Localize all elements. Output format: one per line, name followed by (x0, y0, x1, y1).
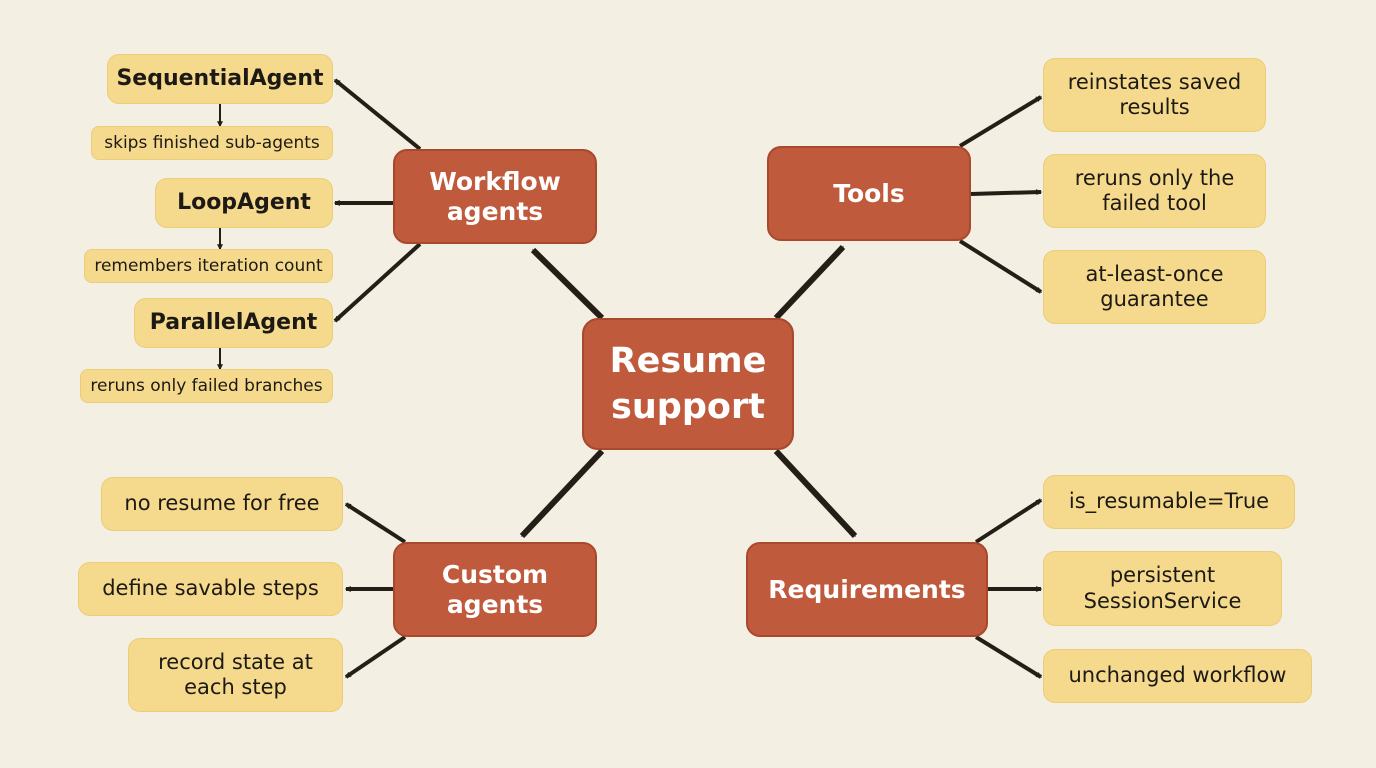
sequentialagent-node: SequentialAgent (107, 54, 333, 104)
parallelagent-note: reruns only failed branches (80, 369, 333, 403)
requirements-item-resumable: is_resumable=True (1043, 475, 1295, 529)
arrow-custom-to-no-resume (344, 502, 407, 544)
arrow-tools-to-reinstates (958, 95, 1043, 148)
custom-agents-node: Custom agents (393, 542, 597, 637)
arrow-custom-to-record-state (344, 635, 407, 679)
loopagent-note: remembers iteration count (84, 249, 333, 283)
arrow-center-to-tools (773, 244, 846, 321)
resume-support-node: Resume support (582, 318, 794, 450)
arrow-center-to-workflow (530, 247, 605, 321)
arrow-requirements-to-unchanged (974, 635, 1043, 679)
tools-node: Tools (767, 146, 971, 241)
arrow-workflow-to-parallel (333, 242, 422, 323)
custom-item-define-steps: define savable steps (78, 562, 343, 616)
loopagent-node: LoopAgent (155, 178, 333, 228)
tools-item-reinstates: reinstates saved results (1043, 58, 1266, 132)
sequentialagent-note: skips finished sub-agents (91, 126, 333, 160)
requirements-node: Requirements (746, 542, 988, 637)
arrow-center-to-custom (519, 448, 605, 539)
tools-item-at-least-once: at-least-once guarantee (1043, 250, 1266, 324)
tools-item-reruns: reruns only the failed tool (1043, 154, 1266, 228)
workflow-agents-node: Workflow agents (393, 149, 597, 244)
arrow-requirements-to-resumable (974, 498, 1043, 544)
arrow-tools-to-reruns (970, 189, 1043, 196)
arrow-workflow-to-sequential (333, 78, 422, 151)
requirements-item-session: persistent SessionService (1043, 551, 1282, 626)
custom-item-no-resume: no resume for free (101, 477, 343, 531)
requirements-item-unchanged: unchanged workflow (1043, 649, 1312, 703)
parallelagent-node: ParallelAgent (134, 298, 333, 348)
arrow-center-to-requirements (773, 448, 858, 539)
custom-item-record-state: record state at each step (128, 638, 343, 712)
arrow-tools-to-at-least-once (958, 239, 1043, 294)
